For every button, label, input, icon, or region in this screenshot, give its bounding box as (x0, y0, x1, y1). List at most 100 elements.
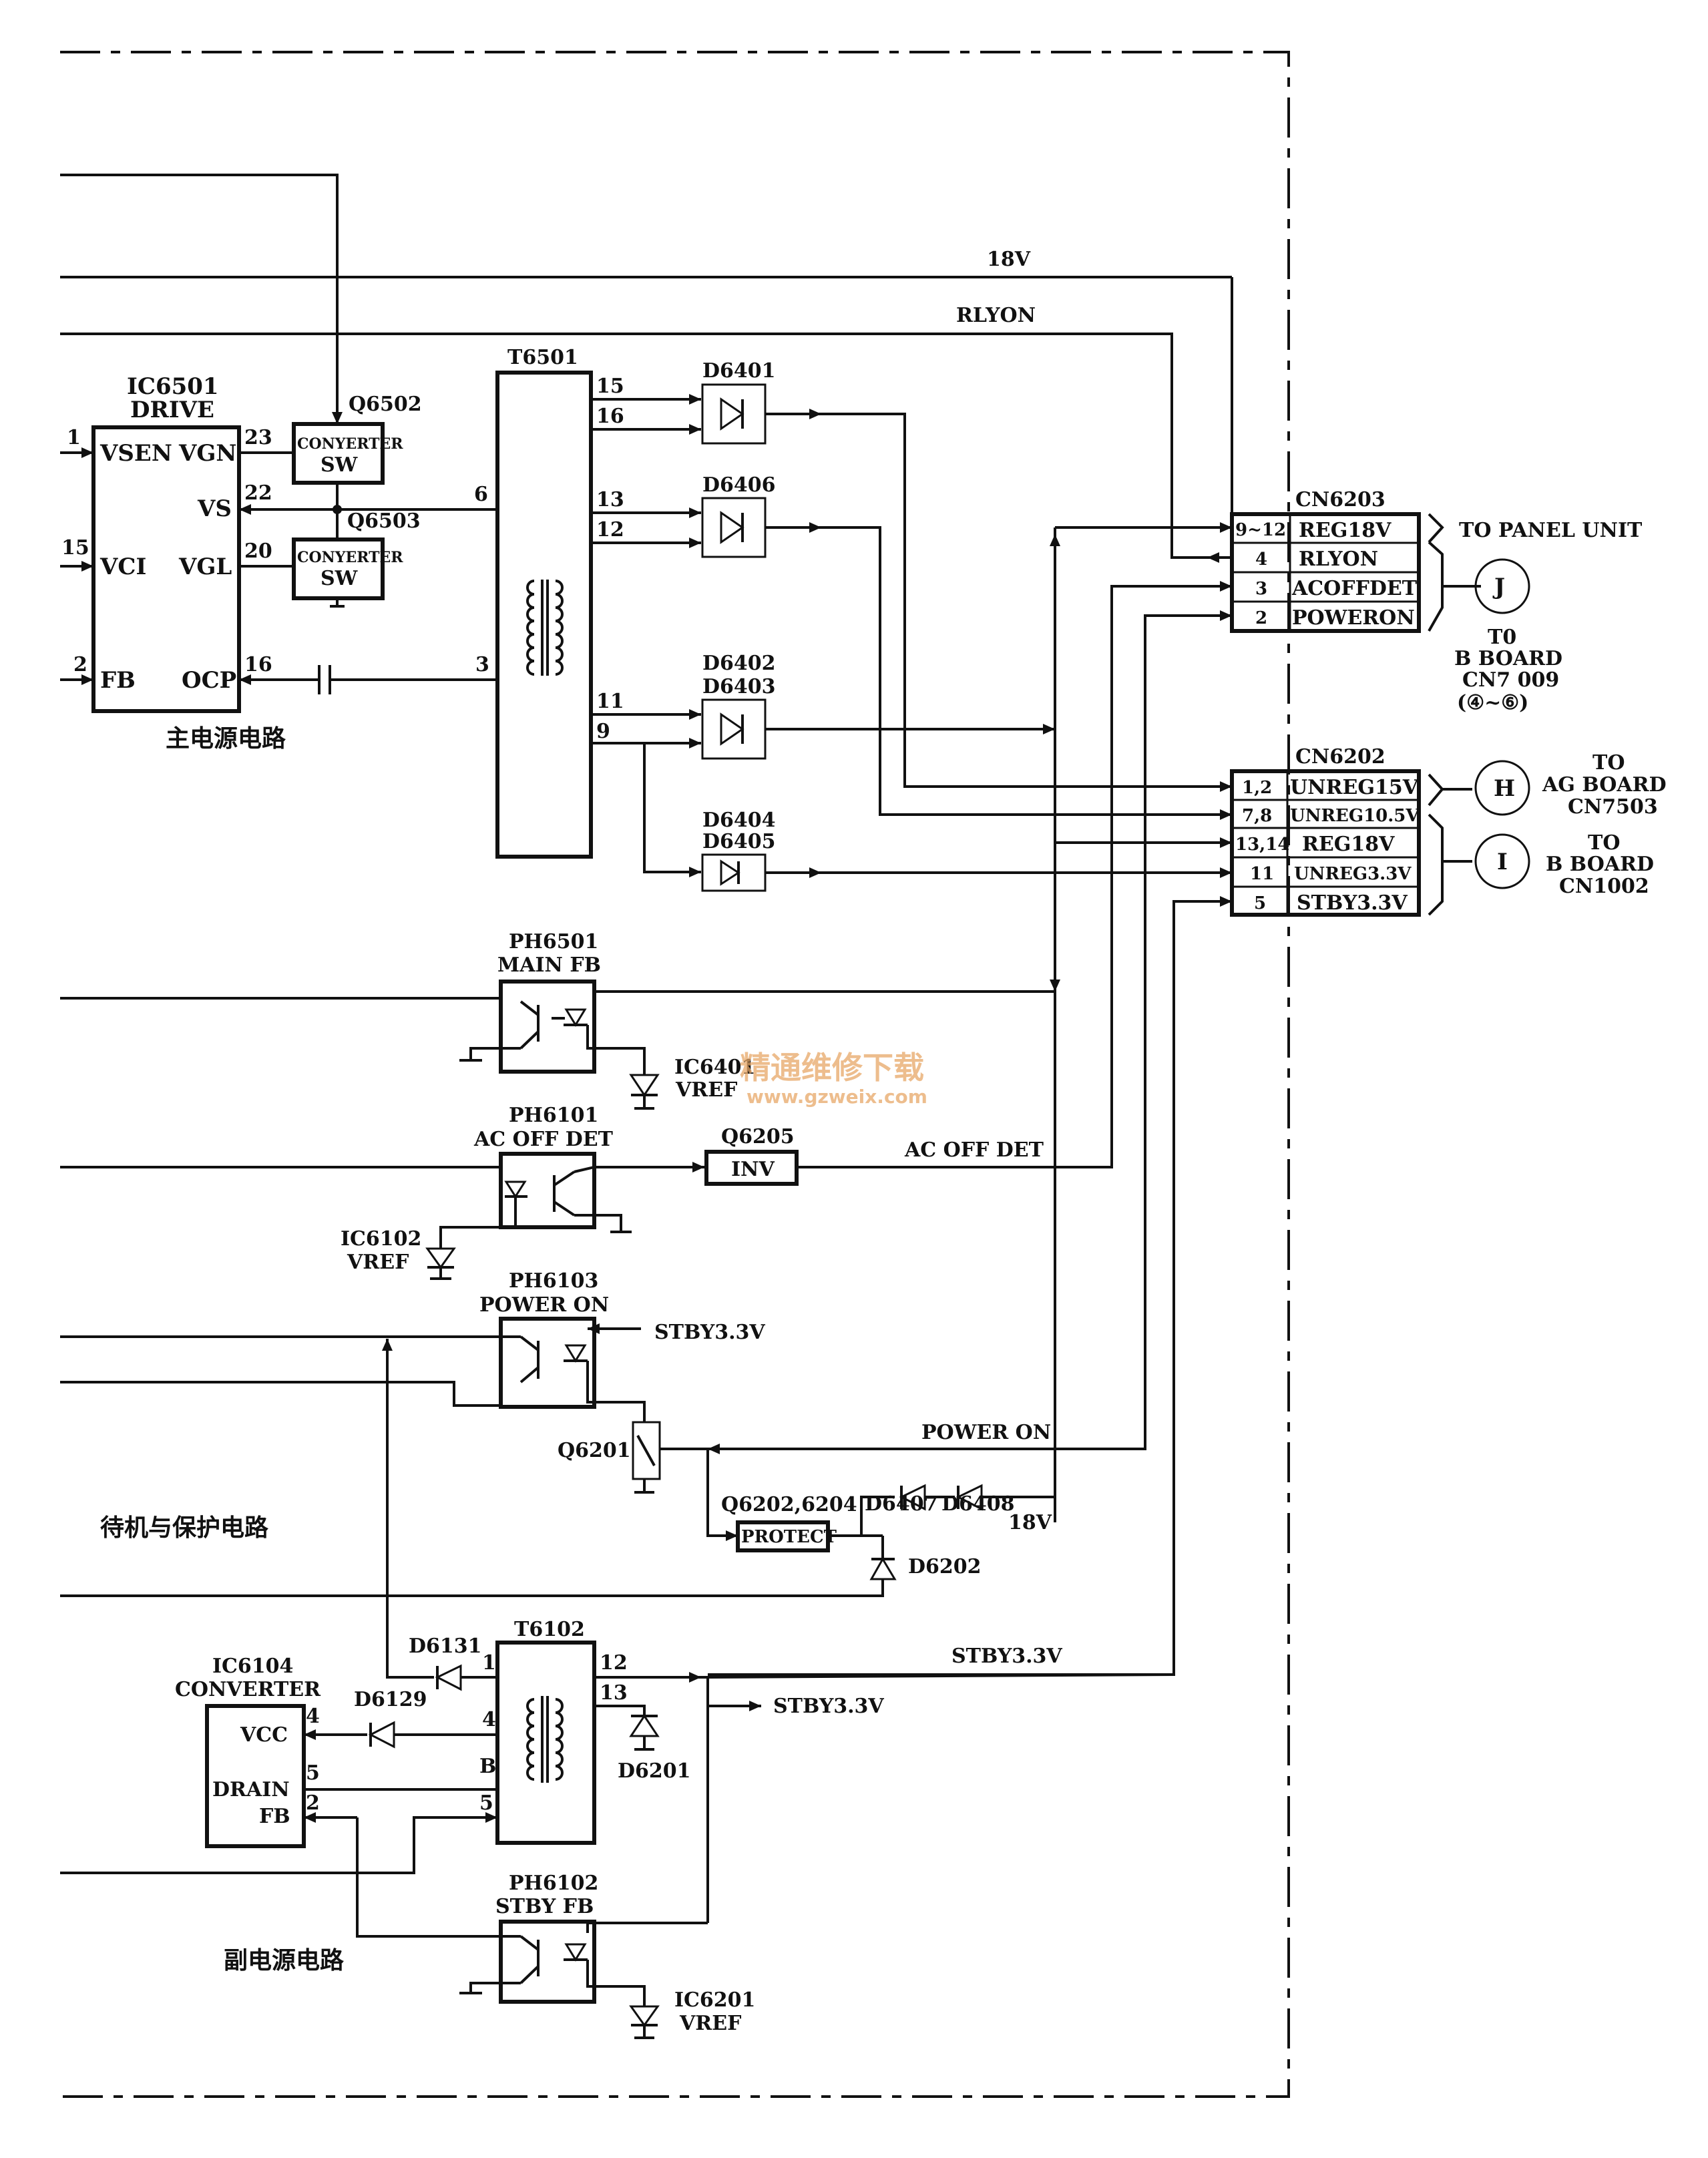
ic6501-pin-vci: VCI (99, 554, 146, 580)
t6102-pin-b: B (479, 1755, 496, 1778)
q6503-ref: Q6503 (347, 509, 421, 533)
q6201-ref: Q6201 (558, 1439, 631, 1462)
ic6104-pin-drain: DRAIN (212, 1778, 290, 1801)
cn6202-i-letter: I (1497, 849, 1508, 875)
d6406-ref: D6406 (702, 473, 776, 497)
d6402-ref: D6402 (702, 652, 776, 675)
t6501-pin-11: 11 (596, 690, 624, 713)
ph6101-name: AC OFF DET (473, 1128, 614, 1151)
ic6501-num-ocp: 16 (244, 653, 272, 676)
net-18v-b: 18V (1008, 1511, 1052, 1534)
d6201: D6201 (618, 1714, 691, 1783)
ph6102-name: STBY FB (495, 1895, 594, 1918)
protect-ref: Q6202,6204 (721, 1493, 857, 1516)
net-rlyon: RLYON (956, 304, 1036, 327)
ph6102: PH6102 STBY FB (495, 1872, 598, 2004)
watermark-title: 精通维修下载 (740, 1050, 924, 1086)
t6102: T6102 1 4 B 5 12 13 (479, 1618, 628, 1845)
cn6202-h-to-0: TO (1592, 751, 1625, 775)
d6129: D6129 (354, 1688, 427, 1749)
t6501: T6501 15 16 6 13 12 3 11 9 (474, 346, 624, 859)
net-stby-top: STBY3.3V (951, 1645, 1062, 1668)
q6502-ref: Q6502 (349, 393, 422, 416)
ic6501-num-vgl: 20 (244, 540, 272, 563)
ic6501-ref: IC6501 (127, 373, 219, 400)
d6202-ref: D6202 (908, 1555, 982, 1578)
t6501-pin-6: 6 (474, 483, 488, 506)
ic6104-pin-fb: FB (259, 1805, 290, 1828)
q6503-line2: SW (321, 567, 359, 590)
q6201: Q6201 (558, 1421, 661, 1480)
ic6501-num-vs: 22 (244, 481, 272, 505)
t6102-pin-4: 4 (482, 1708, 496, 1731)
ic6501-pin-ocp: OCP (182, 667, 236, 694)
net-stby-ph6103: STBY3.3V (654, 1321, 765, 1344)
q6503-line1: CONYERTER (297, 549, 403, 566)
ic6102-name: VREF (347, 1251, 409, 1274)
cn6202-i-to-1: B BOARD (1546, 853, 1654, 876)
q6205-name: INV (731, 1158, 775, 1181)
cn6203-dest: TO PANEL UNIT (1459, 519, 1643, 542)
cn6202-sig-2: UNREG10.5V (1290, 806, 1420, 826)
ic6501-name: DRIVE (130, 397, 214, 423)
cn6202-i-to-0: TO (1588, 831, 1620, 855)
cn6202-h-to-1: AG BOARD (1542, 773, 1667, 797)
net-ac-off-det: AC OFF DET (904, 1138, 1044, 1162)
q6502-line2: SW (321, 453, 359, 477)
cn6203-pin-2: 4 (1255, 550, 1267, 570)
cn6203-conn-to-0: T0 (1488, 626, 1516, 649)
t6102-pin-13: 13 (600, 1681, 628, 1705)
ic6201-ref: IC6201 (674, 1988, 755, 2012)
watermark: 精通维修下载 www.gzweix.com (740, 1050, 927, 1108)
section-main-power: 主电源电路 (166, 725, 286, 752)
ph6101-ref: PH6101 (509, 1104, 598, 1127)
t6501-pin-9: 9 (596, 720, 610, 743)
ph6102-ref: PH6102 (509, 1872, 598, 1895)
d6131: D6131 (409, 1635, 482, 1691)
net-18v: 18V (987, 248, 1031, 271)
d6131-ref: D6131 (409, 1635, 482, 1658)
ic6201: IC6201 VREF (629, 1988, 755, 2039)
ic6401: IC6401 VREF (629, 1056, 755, 1110)
cn6202-pin-1: 1,2 (1242, 778, 1272, 798)
cn6203-ref: CN6203 (1295, 488, 1385, 511)
cn6203-conn-letter: J (1492, 574, 1505, 600)
cn6202-sig-4: UNREG3.3V (1294, 864, 1412, 884)
d6401: D6401 (701, 359, 776, 445)
cn6202-h-to-2: CN7503 (1568, 795, 1658, 819)
d6406: D6406 (701, 473, 776, 558)
ic6501-pin-fb: FB (100, 667, 136, 694)
cn6203-sig-2: RLYON (1299, 548, 1378, 571)
ph6101: PH6101 AC OFF DET (473, 1104, 614, 1229)
t6501-pin-13: 13 (596, 488, 624, 511)
cn6203-sig-4: POWERON (1292, 606, 1415, 630)
cn6203-conn-to-3: (④~⑥) (1457, 691, 1528, 714)
cn6203-conn-to-1: B BOARD (1454, 647, 1562, 670)
d6402-d6403: D6402 D6403 (701, 652, 776, 760)
cn6202-pin-2: 7,8 (1242, 806, 1272, 826)
d6202: D6202 (869, 1536, 982, 1580)
cn6203-brace: TO PANEL UNIT J T0 B BOARD CN7 009 (④~⑥) (1428, 513, 1643, 714)
q6502: Q6502 CONYERTER SW (292, 393, 422, 485)
section-sub-power: 副电源电路 (224, 1947, 345, 1974)
d6407: D6407 (865, 1484, 938, 1516)
ic6104: IC6104 CONVERTER VCC DRAIN FB 4 5 2 (175, 1655, 321, 1848)
d6401-ref: D6401 (702, 359, 776, 383)
d6408: D6408 (941, 1484, 1015, 1516)
cn6202-i-to-2: CN1002 (1559, 875, 1649, 898)
d6405-ref: D6405 (702, 830, 776, 853)
t6102-pin-12: 12 (600, 1651, 628, 1675)
t6102-pin-1: 1 (482, 1651, 496, 1675)
ic6501-pin-vgn: VGN (178, 440, 237, 467)
board-border (60, 51, 1290, 2098)
ic6104-ref: IC6104 (212, 1655, 293, 1678)
cn6202-pin-4: 11 (1250, 864, 1274, 884)
net-stby-out: STBY3.3V (773, 1695, 884, 1718)
ic6104-name: CONVERTER (175, 1678, 321, 1701)
d6404-d6405: D6404 D6405 (701, 809, 776, 892)
t6501-ref: T6501 (507, 346, 578, 369)
cn6202-pin-5: 5 (1254, 893, 1266, 913)
cn6203-sig-1: REG18V (1299, 519, 1392, 542)
cn6202-h-letter: H (1494, 775, 1515, 802)
